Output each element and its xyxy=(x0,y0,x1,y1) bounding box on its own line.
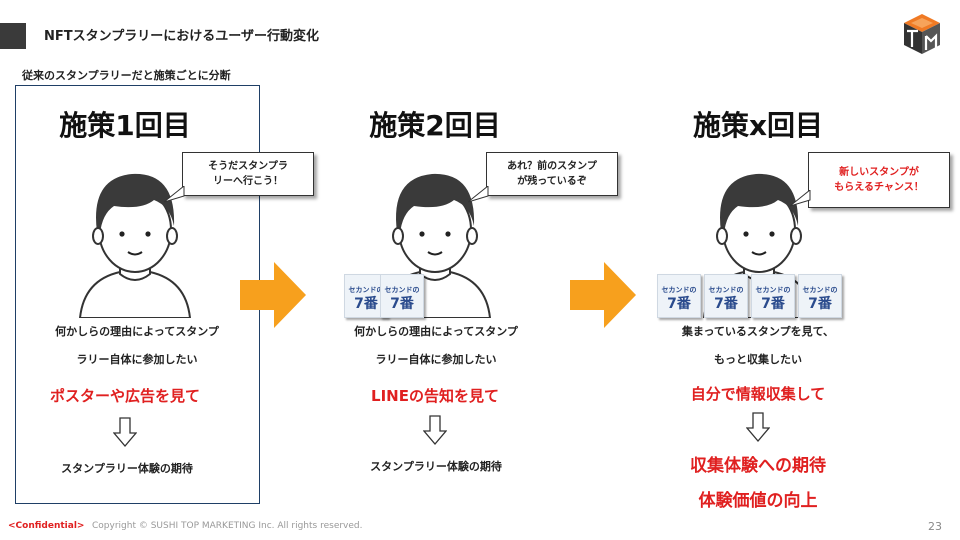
nft-stamp: セカンドの 7番 xyxy=(657,274,701,318)
svg-text:7番: 7番 xyxy=(667,295,692,312)
panel-3-description: 集まっているスタンプを見て、 もっと収集したい xyxy=(638,318,878,374)
nft-stamp: セカンドの 7番 xyxy=(751,274,795,318)
bubble-line: が残っているぞ xyxy=(517,176,587,187)
bubble-line: もらえるチャンス！ xyxy=(834,182,924,193)
person-icon xyxy=(78,173,192,318)
stamp-logo-icon: セカンドの 7番 xyxy=(709,286,744,312)
right-arrow-icon xyxy=(240,262,306,328)
confidential-label: <Confidential> xyxy=(8,521,85,531)
panel-2-title: 施策2回目 xyxy=(369,109,501,142)
svg-text:7番: 7番 xyxy=(714,295,739,312)
bubble-line: そうだスタンプラ xyxy=(208,161,288,172)
intro-text: 従来のスタンプラリーだと施策ごとに分断 xyxy=(22,69,231,82)
svg-text:7番: 7番 xyxy=(808,295,833,312)
description-line: 何かしらの理由によってスタンプ xyxy=(55,325,219,338)
bubble-tail xyxy=(790,190,811,207)
bubble-line: リーへ行こう！ xyxy=(212,176,283,187)
svg-text:セカンドの: セカンドの xyxy=(803,286,838,294)
panel-3-title: 施策x回目 xyxy=(692,109,824,142)
speech-bubble: あれ？前のスタンプ が残っているぞ xyxy=(486,152,618,196)
nft-stamp: セカンドの 7番 xyxy=(798,274,842,318)
down-arrow-icon xyxy=(113,417,137,447)
right-arrow-icon xyxy=(570,262,636,328)
panel-1-expectation: スタンプラリー体験の期待 xyxy=(61,462,193,475)
page-title: NFTスタンプラリーにおけるユーザー行動変化 xyxy=(44,29,319,44)
page-number: 23 xyxy=(928,520,942,533)
bubble-line: あれ？前のスタンプ xyxy=(507,161,597,172)
speech-bubble: 新しいスタンプが もらえるチャンス！ xyxy=(808,152,950,208)
svg-text:7番: 7番 xyxy=(354,295,379,312)
description-line: 集まっているスタンプを見て、 xyxy=(681,325,835,338)
down-arrow-icon xyxy=(746,412,770,442)
svg-text:セカンドの: セカンドの xyxy=(349,286,384,294)
description-line: 何かしらの理由によってスタンプ xyxy=(354,325,518,338)
description-line: ラリー自体に参加したい xyxy=(76,353,198,366)
panel-1-title: 施策1回目 xyxy=(59,109,191,142)
svg-text:7番: 7番 xyxy=(390,295,415,312)
svg-text:7番: 7番 xyxy=(761,295,786,312)
svg-text:セカンドの: セカンドの xyxy=(709,286,744,294)
nft-stamp: セカンドの 7番 xyxy=(704,274,748,318)
company-logo-icon xyxy=(904,14,940,54)
stamp-logo-icon: セカンドの 7番 xyxy=(756,286,791,312)
panel-3-method: 自分で情報収集して xyxy=(690,385,826,403)
panel-2-expectation: スタンプラリー体験の期待 xyxy=(370,460,502,473)
copyright-text: Copyright © SUSHI TOP MARKETING Inc. All… xyxy=(92,521,363,531)
description-line: もっと収集したい xyxy=(714,353,802,366)
stamp-logo-icon: セカンドの 7番 xyxy=(349,286,384,312)
header-block xyxy=(0,23,26,49)
panel-1-description: 何かしらの理由によってスタンプ ラリー自体に参加したい xyxy=(17,318,257,374)
panel-2-description: 何かしらの理由によってスタンプ ラリー自体に参加したい xyxy=(316,318,556,374)
panel-1-method: ポスターや広告を見て xyxy=(49,387,200,405)
down-arrow-icon xyxy=(423,415,447,445)
svg-text:セカンドの: セカンドの xyxy=(756,286,791,294)
stamp-logo-icon: セカンドの 7番 xyxy=(803,286,838,312)
bubble-tail xyxy=(468,186,489,203)
bubble-line: 新しいスタンプが xyxy=(839,167,919,178)
stamp-logo-icon: セカンドの 7番 xyxy=(662,286,697,312)
panel-3-value: 体験価値の向上 xyxy=(698,491,818,511)
speech-bubble: そうだスタンプラ リーへ行こう！ xyxy=(182,152,314,196)
description-line: ラリー自体に参加したい xyxy=(375,353,497,366)
bubble-tail xyxy=(164,186,185,203)
panel-3-expectation: 収集体験への期待 xyxy=(690,456,826,476)
nft-stamp: セカンドの 7番 xyxy=(380,274,424,318)
panel-2-method: LINEの告知を見て xyxy=(371,387,499,405)
svg-text:セカンドの: セカンドの xyxy=(385,286,420,294)
person-icon xyxy=(378,173,492,318)
svg-text:セカンドの: セカンドの xyxy=(662,286,697,294)
stamp-logo-icon: セカンドの 7番 xyxy=(385,286,420,312)
